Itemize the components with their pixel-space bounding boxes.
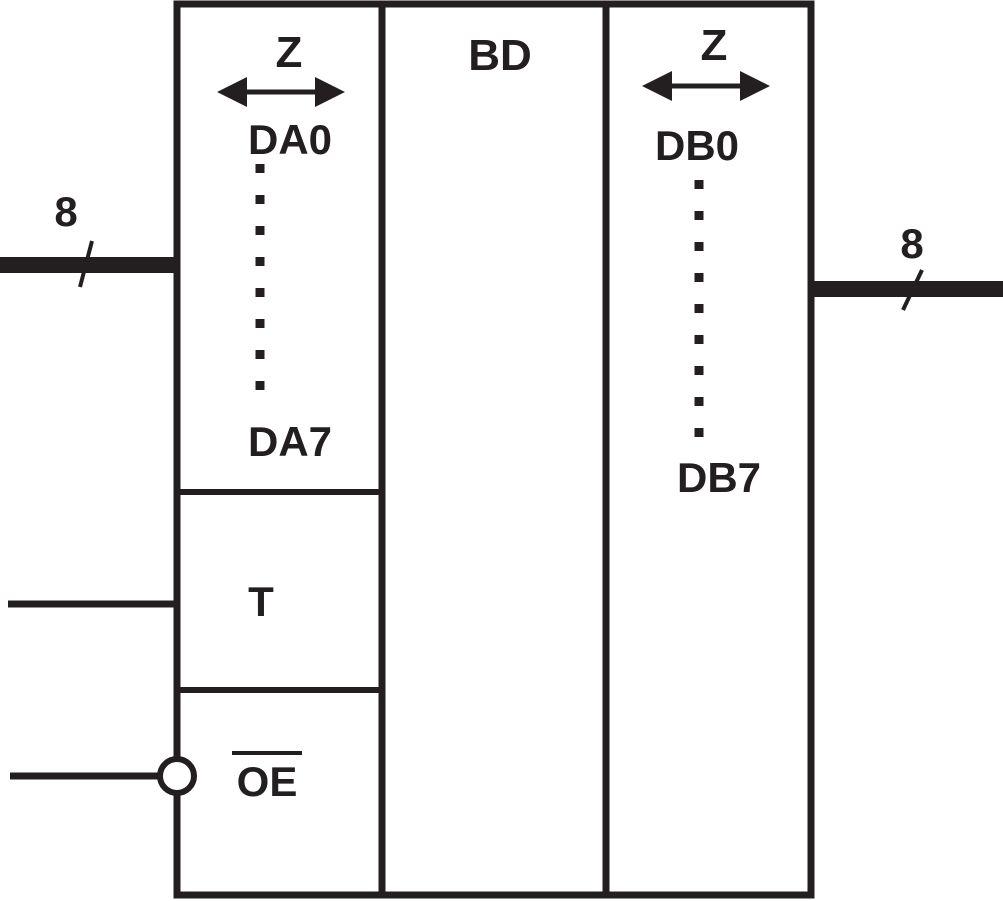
output-enable-label: OE bbox=[237, 758, 298, 805]
output-bus-width: 8 bbox=[900, 220, 923, 267]
left-direction-label: Z bbox=[276, 28, 303, 77]
block-outline bbox=[173, 0, 815, 899]
function-label: BD bbox=[468, 31, 532, 80]
right-direction-label: Z bbox=[701, 21, 728, 70]
input-bus-width: 8 bbox=[54, 188, 77, 235]
output-bus-slash bbox=[901, 269, 924, 311]
pin-db7: DB7 bbox=[677, 454, 761, 501]
input-bus-slash bbox=[78, 240, 94, 288]
inversion-bubble bbox=[157, 756, 197, 796]
pin-da0: DA0 bbox=[248, 116, 332, 163]
pin-db0: DB0 bbox=[655, 122, 739, 169]
pin-da7: DA7 bbox=[248, 418, 332, 465]
control-t-label: T bbox=[248, 578, 274, 625]
